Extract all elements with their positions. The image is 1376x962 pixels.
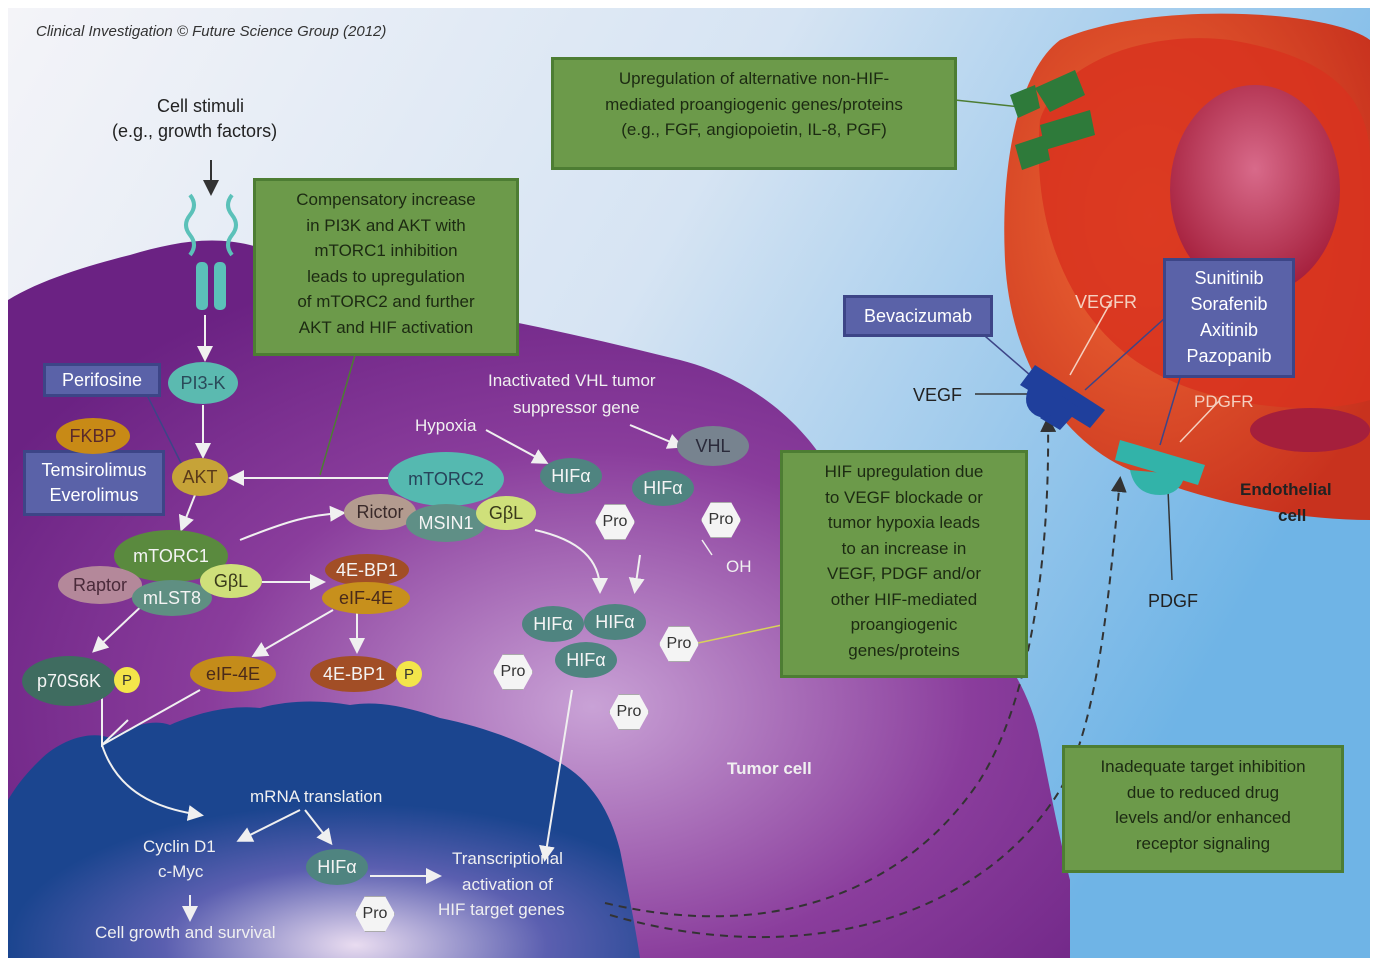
pro-hex-2: Pro (701, 502, 741, 538)
pdgfr-label: PDGFR (1194, 392, 1254, 411)
compensatory-box: Compensatory increase in PI3K and AKT wi… (253, 178, 519, 356)
pro-hex-4: Pro (493, 654, 533, 690)
mtorc2-node: mTORC2 (388, 452, 504, 506)
growth-factors-label: (e.g., growth factors) (112, 121, 278, 141)
4ebp1-node: 4E-BP1 (325, 554, 409, 586)
transcriptional-label-1: Transcriptional (452, 849, 563, 868)
eif4e-node: eIF-4E (322, 582, 410, 614)
tumor-cell-label: Tumor cell (727, 759, 812, 778)
cell-stimuli-label: Cell stimuli (157, 96, 245, 116)
transcriptional-label-2: activation of (462, 875, 553, 894)
fkbp-node: FKBP (56, 418, 130, 454)
msin1-node: MSIN1 (406, 504, 486, 542)
pdgfr-receptor (1115, 440, 1205, 495)
pi3k-node: PI3-K (168, 362, 238, 404)
mlst8-node: mLST8 (132, 580, 212, 616)
inadequate-box: Inadequate target inhibition due to redu… (1062, 745, 1344, 873)
rictor-node: Rictor (344, 494, 416, 530)
endothelial-label-1: Endothelial (1240, 480, 1332, 499)
p70s6k-node: p70S6K (22, 656, 116, 706)
hifa-node-1: HIFα (540, 458, 602, 494)
pdgf-label: PDGF (1148, 591, 1199, 611)
oh-label: OH (726, 557, 752, 576)
upregulation-box: Upregulation of alternative non-HIF- med… (551, 57, 957, 170)
vegfr-label: VEGFR (1075, 292, 1138, 312)
hif-upregulation-box: HIF upregulation due to VEGF blockade or… (780, 450, 1028, 678)
hifa-node-2: HIFα (632, 470, 694, 506)
hifa-node-4: HIFα (584, 604, 646, 640)
hypoxia-label: Hypoxia (415, 416, 477, 435)
temsirolimus-box: Temsirolimus Everolimus (23, 450, 165, 516)
akt-node: AKT (172, 458, 228, 496)
pro-hex-5: Pro (609, 694, 649, 730)
hifa-node-3: HIFα (522, 606, 584, 642)
transcriptional-label-3: HIF target genes (438, 900, 565, 919)
vhl-node: VHL (677, 426, 749, 466)
pathway-arrows (92, 315, 1127, 938)
red-blood-cell (1170, 85, 1340, 295)
pro-hex-3: Pro (659, 626, 699, 662)
c-myc-label: c-Myc (158, 862, 204, 881)
mrna-translation-label: mRNA translation (250, 787, 383, 806)
4ebp1-p-node: 4E-BP1 (310, 656, 398, 692)
hifa-node-nucleus: HIFα (306, 849, 368, 885)
red-blood-cell-small (1250, 408, 1370, 452)
gbl-node-2: GβL (476, 496, 536, 530)
endothelial-label-2: cell (1278, 506, 1307, 525)
pro-hex-1: Pro (595, 504, 635, 540)
raptor-node: Raptor (58, 566, 142, 604)
growth-factor-receptor (184, 160, 238, 310)
connector-lines (146, 99, 1221, 644)
alternative-receptor (1010, 70, 1095, 170)
gbl-node-1: GβL (200, 564, 262, 598)
phosphate-marker-1: P (114, 667, 140, 693)
phosphate-marker-2: P (396, 661, 422, 687)
tki-drugs-box: Sunitinib Sorafenib Axitinib Pazopanib (1163, 258, 1295, 378)
bevacizumab-box: Bevacizumab (843, 295, 993, 337)
cell-growth-label: Cell growth and survival (95, 923, 276, 942)
cyclin-d1-label: Cyclin D1 (143, 837, 216, 856)
vegfr-receptor (1020, 365, 1105, 430)
eif4e-free-node: eIF-4E (190, 656, 276, 692)
vhl-gene-label-2: suppressor gene (513, 398, 640, 417)
vhl-gene-label-1: Inactivated VHL tumor (488, 371, 656, 390)
vegf-label: VEGF (913, 385, 963, 405)
hifa-node-5: HIFα (555, 642, 617, 678)
perifosine-box: Perifosine (43, 363, 161, 397)
citation: Clinical Investigation © Future Science … (36, 23, 387, 40)
